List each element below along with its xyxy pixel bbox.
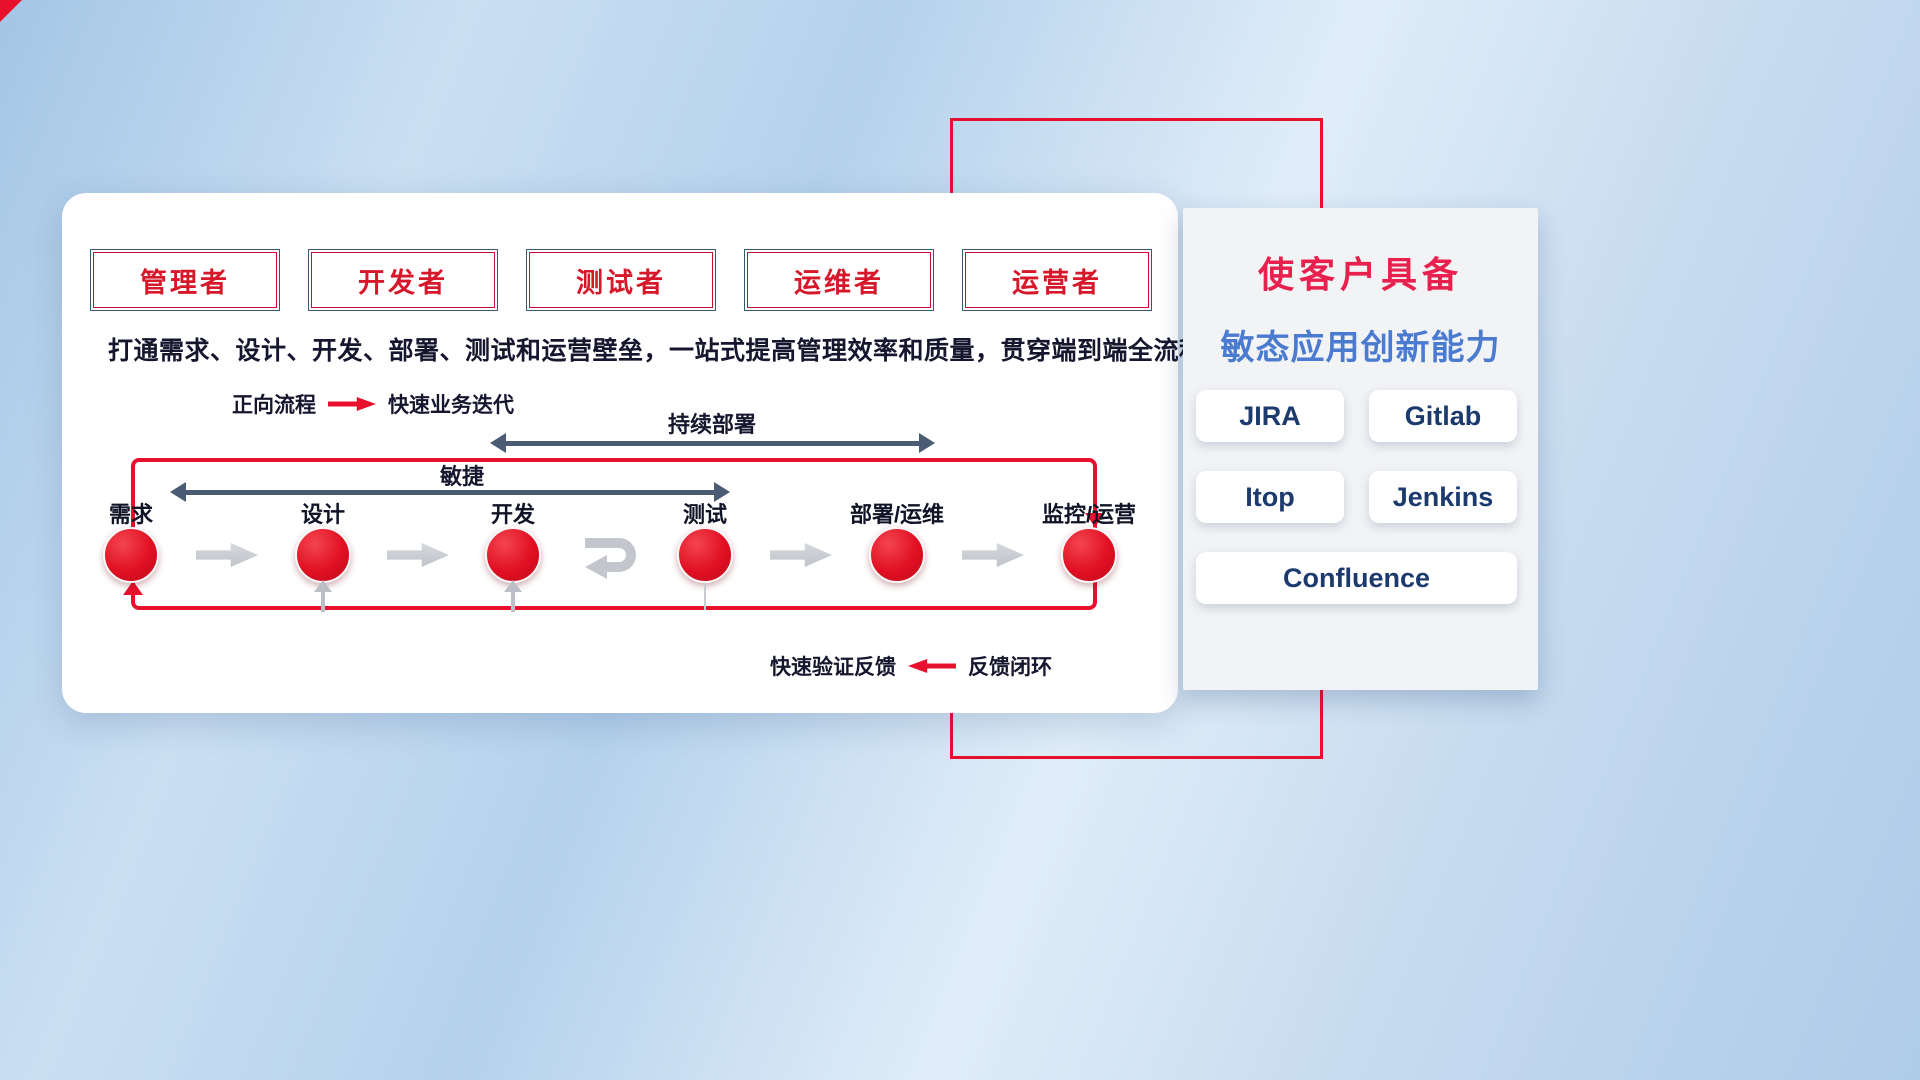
workflow-card: 管理者 开发者 测试者 运维者 运营者 打通需求、设计、开发、部署、测试和运营壁… [62, 193, 1204, 713]
stage-node-test [677, 527, 733, 583]
stage-node-deploy-ops [869, 527, 925, 583]
legend-feedback-label: 快速验证反馈 [770, 656, 896, 679]
role-box-operations: 运维者 [744, 249, 934, 311]
role-label-manager: 管理者 [140, 267, 230, 298]
feedback-up-arrow-icon [314, 580, 332, 612]
tool-chip-jenkins: Jenkins [1369, 471, 1517, 523]
agile-label: 敏捷 [439, 464, 485, 489]
loop-arrowhead-down-icon [1085, 513, 1105, 527]
panel-title-line2: 敏态应用创新能力 [1220, 329, 1501, 367]
legend-feedback: 快速验证反馈 反馈闭环 [770, 651, 1052, 681]
feedback-arrow-icon [908, 658, 956, 674]
feedback-up-arrow-icon [504, 580, 522, 612]
stage-node-develop [485, 527, 541, 583]
tool-chip-grid: JIRA Gitlab Itop Jenkins Confluence [1196, 390, 1525, 604]
tool-chip-confluence: Confluence [1196, 552, 1517, 604]
roles-row: 管理者 开发者 测试者 运维者 运营者 [90, 249, 1152, 311]
stage-label-monitor-ops: 监控/运营 [1041, 502, 1137, 527]
legend-forward-label: 正向流程 [232, 394, 316, 417]
loop-arrowhead-up-icon [123, 581, 143, 595]
stage-label-design: 设计 [300, 502, 346, 527]
role-label-tester: 测试者 [576, 267, 666, 298]
stage-label-deploy-ops: 部署/运维 [849, 502, 945, 527]
role-label-developer: 开发者 [358, 267, 448, 298]
role-label-operator: 运营者 [1012, 267, 1102, 298]
role-box-developer: 开发者 [308, 249, 498, 311]
stage-node-design [295, 527, 351, 583]
description-text: 打通需求、设计、开发、部署、测试和运营壁垒，一站式提高管理效率和质量，贯穿端到端… [108, 337, 1205, 365]
iterate-loop-icon [571, 529, 647, 586]
role-box-manager: 管理者 [90, 249, 280, 311]
agile-arrow-icon [170, 482, 730, 502]
stage-label-test: 测试 [682, 502, 728, 527]
role-box-tester: 测试者 [526, 249, 716, 311]
tool-chip-jira: JIRA [1196, 390, 1344, 442]
stage-label-develop: 开发 [490, 502, 536, 527]
legend-feedback-text: 反馈闭环 [968, 656, 1052, 679]
tool-chip-itop: Itop [1196, 471, 1344, 523]
role-box-operator: 运营者 [962, 249, 1152, 311]
feedback-connector-line [704, 583, 706, 610]
stage-node-monitor-ops [1061, 527, 1117, 583]
role-label-operations: 运维者 [794, 267, 884, 298]
legend-forward: 正向流程 快速业务迭代 [232, 389, 514, 419]
continuous-deploy-arrow-icon [490, 433, 935, 453]
forward-arrow-icon [328, 396, 376, 412]
continuous-deploy-label: 持续部署 [667, 412, 757, 437]
tool-chip-gitlab: Gitlab [1369, 390, 1517, 442]
capability-panel: 使客户具备 敏态应用创新能力 JIRA Gitlab Itop Jenkins … [1183, 208, 1538, 690]
stage-label-requirements: 需求 [108, 502, 154, 527]
corner-decoration-triangle [0, 0, 22, 22]
legend-forward-text: 快速业务迭代 [388, 394, 514, 417]
panel-title-line1: 使客户具备 [1257, 254, 1463, 295]
stage-node-requirements [103, 527, 159, 583]
